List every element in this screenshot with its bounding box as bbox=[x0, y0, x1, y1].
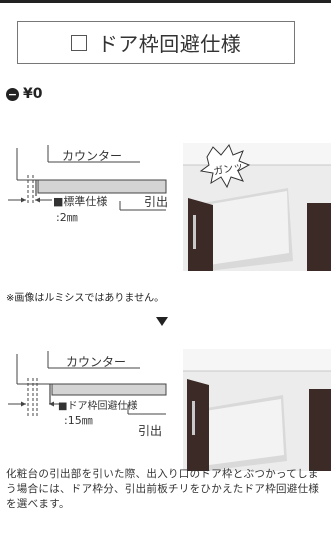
spec-value: :15㎜ bbox=[64, 414, 93, 427]
drawer-photo-door-frame bbox=[183, 349, 331, 471]
price-row: − ¥0 bbox=[6, 86, 42, 102]
drawer-label: 引出 bbox=[138, 424, 163, 438]
spec-value: :2㎜ bbox=[56, 211, 78, 224]
drawer-photo-standard bbox=[183, 143, 331, 271]
photo-standard: ガンッ bbox=[183, 143, 331, 271]
diagram-door-frame: カウンター 引出 ■ドア枠回避仕様 :15㎜ bbox=[0, 348, 175, 443]
door-frame-section-drawing bbox=[8, 351, 167, 418]
diagram-standard: カウンター 引出 ■標準仕様 :2㎜ bbox=[0, 140, 175, 250]
checkbox-icon bbox=[70, 34, 87, 51]
spec-name: ■標準仕様 bbox=[53, 195, 108, 208]
counter-label: カウンター bbox=[66, 355, 127, 369]
counter-label: カウンター bbox=[62, 149, 123, 163]
spec-name: ■ドア枠回避仕様 bbox=[58, 401, 138, 412]
down-arrow-icon bbox=[156, 317, 168, 326]
price-value: ¥0 bbox=[23, 86, 43, 102]
drawer-label: 引出 bbox=[144, 195, 169, 209]
image-note: ※画像はルミシスではありません。 bbox=[6, 293, 165, 304]
minus-circle-icon: − bbox=[6, 87, 19, 101]
title-box: ドア枠回避仕様 bbox=[17, 21, 295, 64]
page-title: ドア枠回避仕様 bbox=[97, 32, 242, 56]
photo-door-frame bbox=[183, 349, 331, 471]
standard-section-drawing bbox=[8, 145, 167, 211]
top-rule bbox=[0, 0, 331, 3]
description-text: 化粧台の引出部を引いた際、出入り口のドア枠とぶつかってしまう場合には、ドア枠分、… bbox=[6, 468, 320, 510]
